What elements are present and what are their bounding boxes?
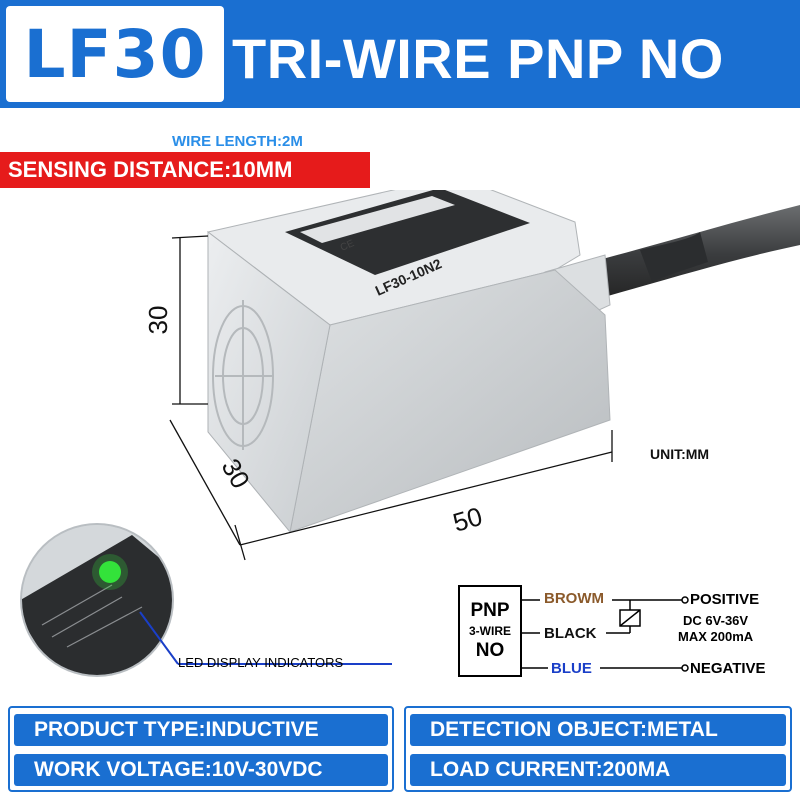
wire-blue-label: BLUE xyxy=(551,660,592,677)
supply-voltage: DC 6V-36V xyxy=(683,613,749,628)
led-indicator-icon xyxy=(99,561,121,583)
output-type: PNP xyxy=(470,600,510,621)
spec-detection-object: DETECTION OBJECT:METAL xyxy=(410,714,786,746)
dimension-lines xyxy=(169,235,613,561)
product-type-label: PRODUCT TYPE:INDUCTIVE xyxy=(34,718,319,741)
model-badge: LF30 xyxy=(6,6,224,102)
ce-mark: CE xyxy=(339,238,356,254)
output-mode: NO xyxy=(475,640,505,661)
spec-work-voltage: WORK VOLTAGE:10V-30VDC xyxy=(14,754,388,786)
product-title: TRI-WIRE PNP NO xyxy=(232,27,724,90)
wire-brown-label: BROWM xyxy=(544,590,604,607)
spec-product-type: PRODUCT TYPE:INDUCTIVE xyxy=(14,714,388,746)
wire-black-label: BLACK xyxy=(544,625,597,642)
positive-label: POSITIVE xyxy=(690,591,760,608)
wire-count: 3-WIRE xyxy=(469,624,511,638)
detection-object-label: DETECTION OBJECT:METAL xyxy=(430,718,718,741)
header-banner: LF30 TRI-WIRE PNP NO xyxy=(0,0,800,108)
work-voltage-label: WORK VOLTAGE:10V-30VDC xyxy=(34,758,323,781)
wire-length-label: WIRE LENGTH:2M xyxy=(172,133,303,150)
sensing-distance-banner: SENSING DISTANCE:10MM xyxy=(0,152,370,188)
dimension-height: 30 xyxy=(143,306,173,335)
sensing-distance-label: SENSING DISTANCE:10MM xyxy=(8,157,293,182)
supply-spec: DC 6V-36V MAX 200mA xyxy=(678,613,753,645)
spec-frame-right xyxy=(404,706,792,792)
negative-label: NEGATIVE xyxy=(690,660,766,677)
led-indicator-label: LED DISPLAY INDICATORS xyxy=(178,655,344,670)
supply-current: MAX 200mA xyxy=(678,629,754,644)
sensor-label-sticker xyxy=(285,190,530,275)
output-type-box: PNP 3-WIRE NO xyxy=(458,585,522,677)
spec-frame-left xyxy=(8,706,394,792)
sensor-illustration: LF30-10N2 CE 30 30 50 xyxy=(143,190,800,561)
led-detail-inset xyxy=(22,525,172,675)
sensing-face-icon xyxy=(212,300,274,450)
load-current-label: LOAD CURRENT:200MA xyxy=(430,758,671,781)
model-title: LF30 xyxy=(23,15,207,93)
unit-label: UNIT:MM xyxy=(650,446,710,462)
sensor-cable xyxy=(560,205,800,305)
spec-load-current: LOAD CURRENT:200MA xyxy=(410,754,786,786)
